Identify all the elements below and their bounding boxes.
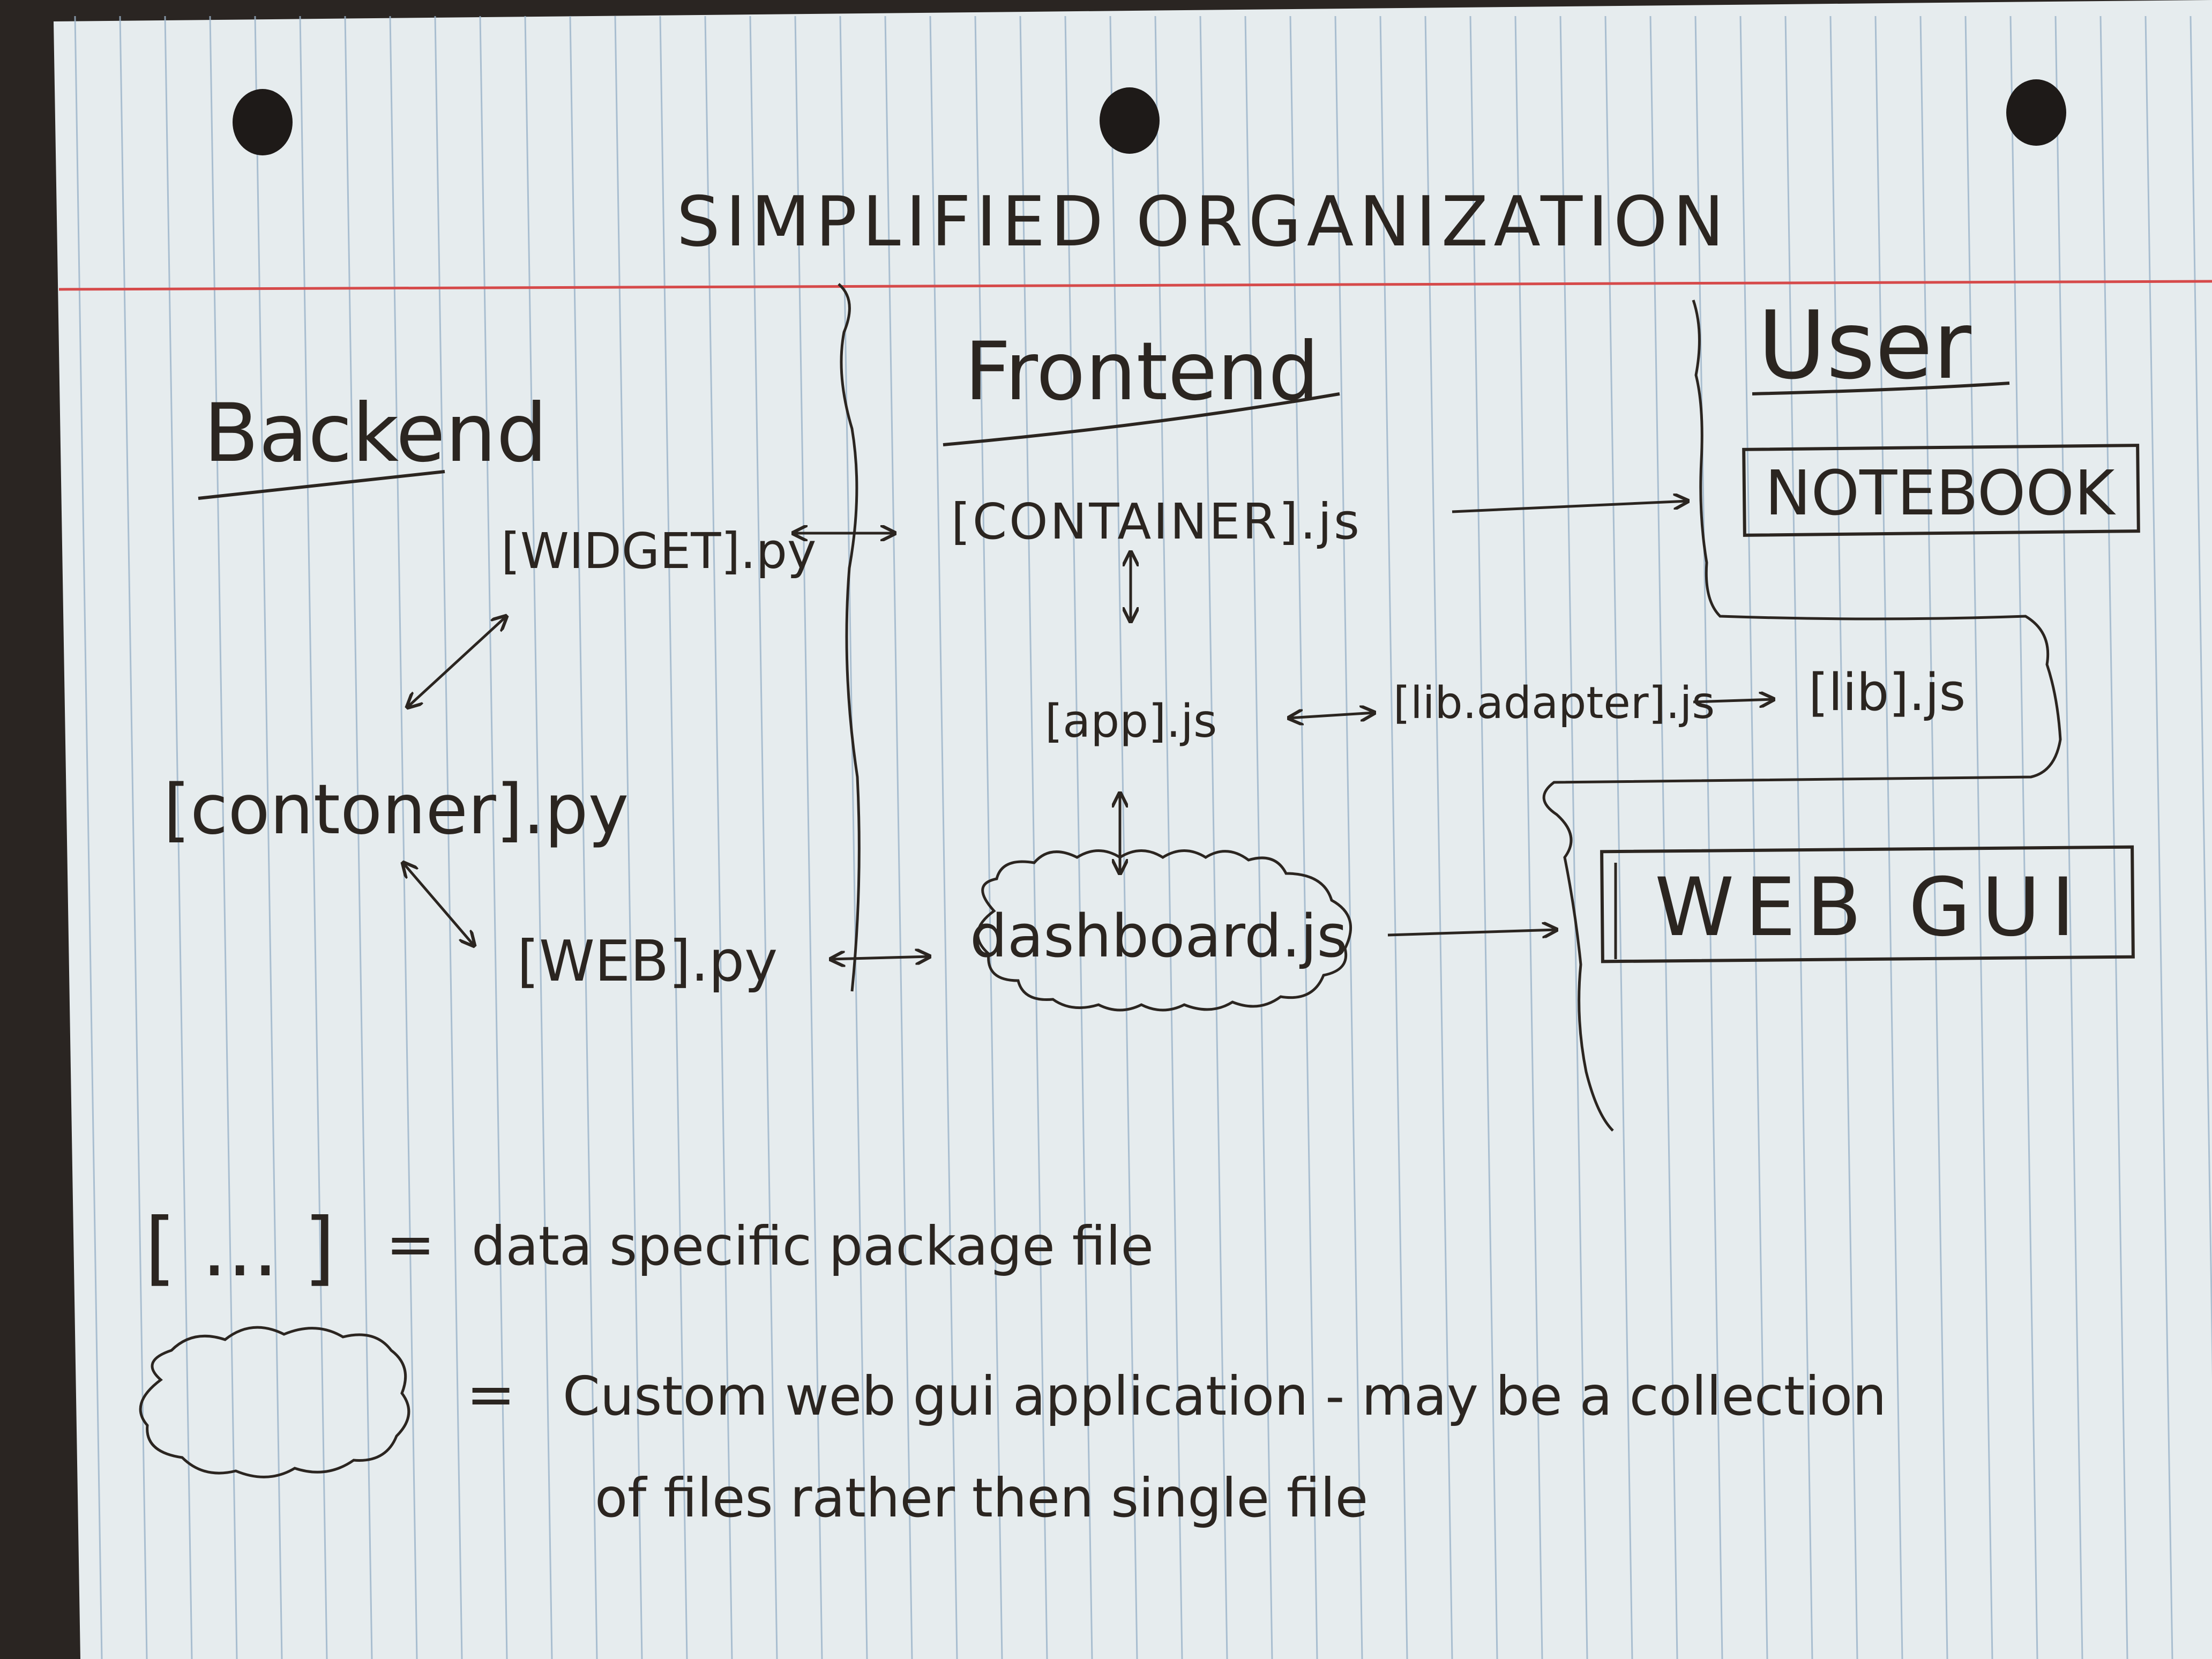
ruled-line [1424, 16, 1453, 1659]
legend-equals-2: = [466, 1360, 515, 1429]
ruled-line [1289, 16, 1318, 1659]
ruled-line [794, 16, 823, 1659]
ruled-line [1334, 16, 1363, 1659]
app-js-node: [app].js [1045, 695, 1217, 748]
ruled-line [704, 16, 733, 1659]
ruled-line [479, 16, 508, 1659]
arrow-dashboard-web-gui [1387, 930, 1557, 935]
ruled-line [1379, 16, 1408, 1659]
dashboard-cloud [976, 849, 1352, 1012]
ruled-line [1649, 16, 1678, 1659]
arrow-container-py-web-py [403, 863, 474, 946]
ruled-lines [74, 16, 2212, 1659]
widget-py-node: [WIDGET].py [501, 522, 816, 580]
arrow-widget-container-py [407, 616, 506, 707]
notebook-label: NOTEBOOK [1765, 458, 2116, 529]
ruled-line [929, 16, 958, 1659]
ruled-line [1514, 16, 1543, 1659]
legend-equals-1: = [386, 1210, 435, 1279]
ruled-line [1829, 16, 1858, 1659]
legend-bracket-symbol: [ ... ] [145, 1201, 335, 1295]
punch-hole [1100, 87, 1160, 154]
lib-js-node: [lib].js [1809, 663, 1966, 722]
ruled-line [1874, 16, 1903, 1659]
ruled-line [2009, 16, 2038, 1659]
ruled-line [1019, 16, 1048, 1659]
web-py-node: [WEB].py [517, 929, 778, 994]
ruled-line [434, 16, 463, 1659]
ruled-line [344, 16, 373, 1659]
diagram-title: SIMPLIFIED ORGANIZATION [677, 182, 1730, 262]
legend-cloud-symbol [139, 1326, 410, 1478]
punch-hole [2006, 79, 2066, 146]
ruled-line [1064, 16, 1093, 1659]
web-gui-box [1600, 845, 2135, 963]
ruled-line [1199, 16, 1228, 1659]
ruled-line [2054, 16, 2083, 1659]
dashboard-js-node: dashboard.js [970, 902, 1348, 970]
ruled-line [1739, 16, 1768, 1659]
ruled-line [2144, 16, 2173, 1659]
arrow-app-js-lib-adapter [1289, 713, 1374, 718]
arrow-lib-adapter-lib-js [1693, 699, 1774, 702]
ruled-line [389, 16, 418, 1659]
ruled-line [974, 16, 1003, 1659]
user-underline [1752, 382, 2010, 395]
ruled-line [884, 16, 913, 1659]
legend-cloud-text-line2: of files rather then single file [595, 1467, 1368, 1529]
container-js-node: [CONTAINER].js [951, 493, 1362, 550]
ruled-line [569, 16, 598, 1659]
ruled-line [1919, 16, 1948, 1659]
frontend-heading: Frontend [965, 325, 1319, 419]
arrow-container-js-notebook [1452, 501, 1688, 513]
frontend-underline [943, 392, 1340, 446]
margin-line [58, 280, 2212, 291]
legend-cloud-text-line1: Custom web gui application - may be a co… [563, 1365, 1886, 1428]
web-gui-label: WEB GUI [1655, 861, 2086, 954]
user-area-boundary [1542, 300, 2062, 1132]
backend-heading: Backend [204, 387, 547, 480]
backend-frontend-divider [838, 283, 861, 992]
user-heading: User [1758, 292, 1971, 400]
paper-sheet [54, 0, 2212, 1659]
ruled-line [2189, 16, 2212, 1380]
punch-hole [233, 89, 293, 155]
ruled-line [1244, 16, 1273, 1659]
ruled-line [1469, 16, 1498, 1659]
ruled-line [1784, 16, 1813, 1659]
ruled-line [524, 16, 553, 1659]
ruled-line [1694, 16, 1723, 1659]
ruled-line [2099, 16, 2128, 1659]
ruled-line [299, 16, 328, 1659]
ruled-line [1604, 16, 1633, 1659]
ruled-line [749, 16, 778, 1659]
container-py-node: [contoner].py [163, 770, 629, 850]
backend-underline [198, 470, 445, 500]
lib-adapter-js-node: [lib.adapter].js [1393, 678, 1715, 729]
ruled-line [1964, 16, 1993, 1659]
ruled-line [1559, 16, 1588, 1659]
arrow-web-py-dashboard [831, 956, 930, 959]
notebook-box [1742, 444, 2140, 537]
ruled-line [614, 16, 643, 1659]
legend-bracket-text: data specific package file [472, 1215, 1154, 1277]
ruled-line [659, 16, 688, 1659]
ruled-line [1154, 16, 1183, 1659]
